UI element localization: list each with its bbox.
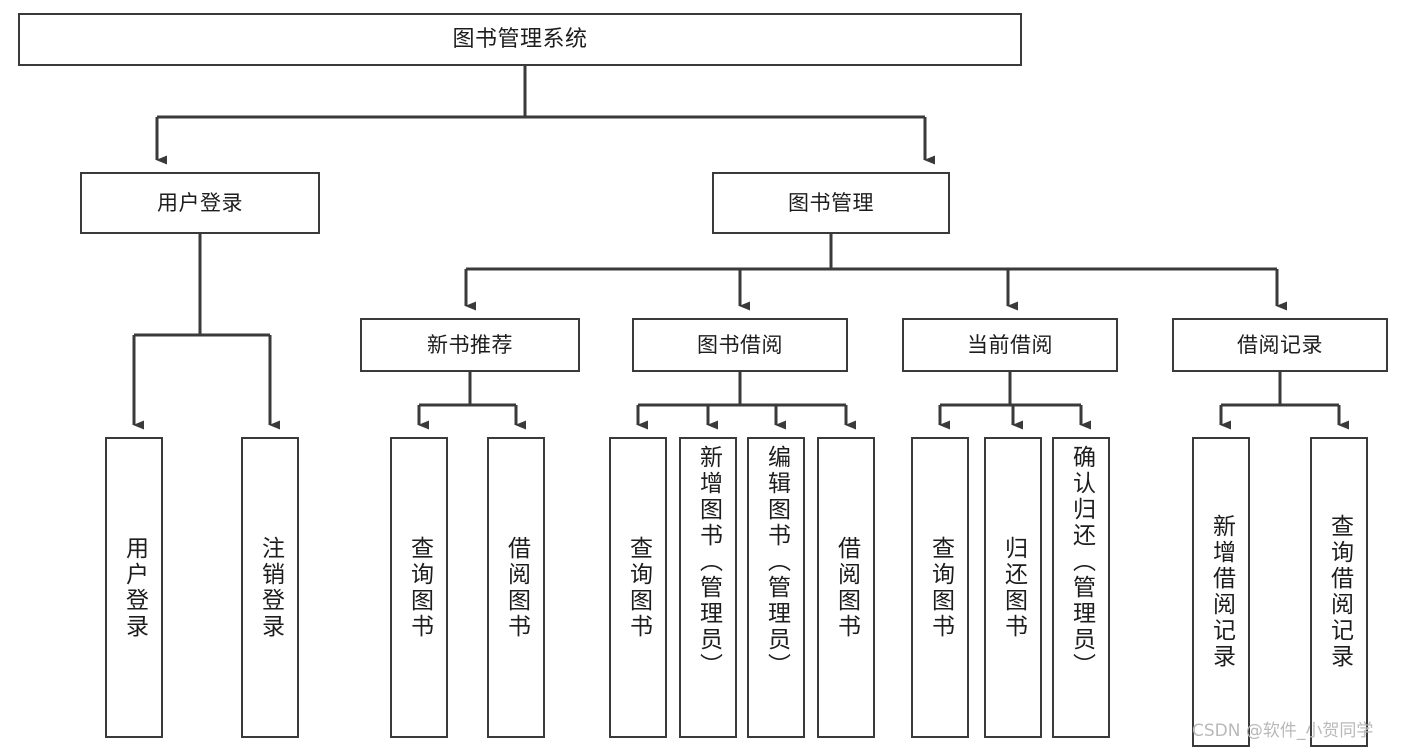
node-new-book-recommend-label: 新书推荐 — [427, 332, 513, 357]
node-book-borrow-label: 图书借阅 — [697, 332, 783, 357]
node-current-borrow[interactable]: 当前借阅 — [902, 318, 1118, 372]
node-leaf-user-login-label: 用户登录 — [121, 535, 148, 640]
node-leaf-return-book[interactable]: 归还图书 — [984, 437, 1042, 738]
node-leaf-return-book-label: 归还图书 — [1000, 535, 1027, 640]
node-user-login-label: 用户登录 — [157, 190, 243, 215]
node-leaf-borrow-book-2-label: 借阅图书 — [833, 535, 860, 640]
node-leaf-query-book-2-label: 查询图书 — [625, 535, 652, 640]
node-leaf-logout[interactable]: 注销登录 — [241, 437, 299, 738]
node-root[interactable]: 图书管理系统 — [18, 13, 1022, 66]
node-leaf-user-login[interactable]: 用户登录 — [105, 437, 163, 738]
node-leaf-query-book-3-label: 查询图书 — [927, 535, 954, 640]
node-leaf-edit-book[interactable]: 编辑图书（管理员） — [747, 437, 805, 738]
node-leaf-logout-label: 注销登录 — [257, 535, 284, 640]
node-leaf-edit-book-label: 编辑图书（管理员） — [763, 445, 790, 679]
node-leaf-confirm-return-label: 确认归还（管理员） — [1068, 445, 1095, 679]
node-book-management[interactable]: 图书管理 — [712, 172, 950, 234]
node-book-management-label: 图书管理 — [788, 190, 874, 215]
node-leaf-add-book-label: 新增图书（管理员） — [695, 445, 722, 679]
node-borrow-record[interactable]: 借阅记录 — [1172, 318, 1388, 372]
node-book-borrow[interactable]: 图书借阅 — [632, 318, 848, 372]
node-leaf-query-book-2[interactable]: 查询图书 — [609, 437, 667, 738]
node-leaf-query-borrow-record-label: 查询借阅记录 — [1326, 514, 1353, 670]
node-leaf-query-book-1-label: 查询图书 — [406, 535, 433, 640]
node-leaf-query-book-3[interactable]: 查询图书 — [911, 437, 969, 738]
node-leaf-add-borrow-record[interactable]: 新增借阅记录 — [1192, 437, 1250, 747]
watermark-text: CSDN @软件_小贺同学 — [1192, 721, 1374, 741]
node-borrow-record-label: 借阅记录 — [1237, 332, 1323, 357]
node-leaf-confirm-return[interactable]: 确认归还（管理员） — [1052, 437, 1110, 738]
node-root-label: 图书管理系统 — [452, 26, 588, 52]
node-leaf-borrow-book-1[interactable]: 借阅图书 — [487, 437, 545, 738]
node-leaf-borrow-book-2[interactable]: 借阅图书 — [817, 437, 875, 738]
node-user-login[interactable]: 用户登录 — [80, 172, 320, 234]
node-leaf-add-borrow-record-label: 新增借阅记录 — [1208, 514, 1235, 670]
node-leaf-query-borrow-record[interactable]: 查询借阅记录 — [1310, 437, 1368, 747]
node-new-book-recommend[interactable]: 新书推荐 — [360, 318, 580, 372]
node-leaf-add-book[interactable]: 新增图书（管理员） — [679, 437, 737, 738]
node-current-borrow-label: 当前借阅 — [967, 332, 1053, 357]
node-leaf-borrow-book-1-label: 借阅图书 — [503, 535, 530, 640]
node-leaf-query-book-1[interactable]: 查询图书 — [390, 437, 448, 738]
